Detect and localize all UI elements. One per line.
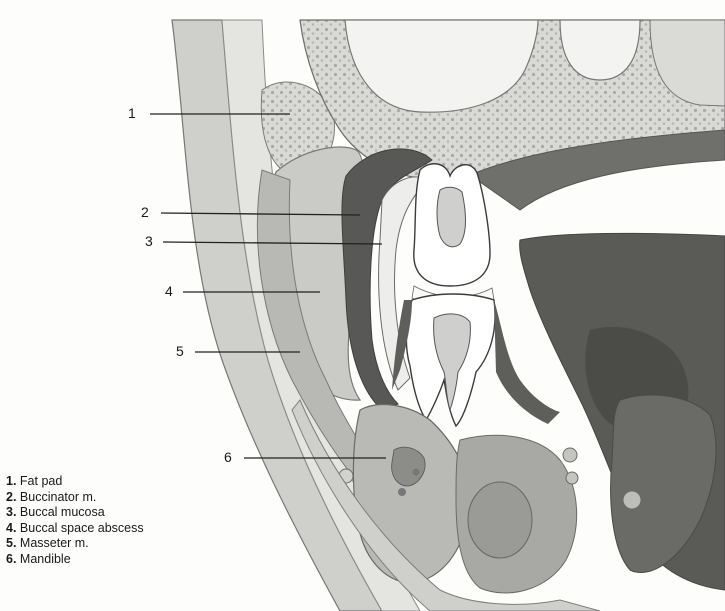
- lymph-node-c: [623, 491, 641, 509]
- legend-number: 6.: [6, 552, 16, 566]
- legend-label: Buccal space abscess: [20, 521, 144, 535]
- upper-molar-pulp: [437, 187, 466, 247]
- callout-2: 2: [141, 204, 149, 220]
- lymph-node-b: [566, 472, 578, 484]
- legend-item: 4. Buccal space abscess: [6, 521, 144, 537]
- legend-label: Masseter m.: [20, 536, 89, 550]
- mandible-foramen-a: [398, 488, 406, 496]
- legend-item: 1. Fat pad: [6, 474, 144, 490]
- legend-item: 6. Mandible: [6, 552, 144, 568]
- legend-label: Fat pad: [20, 474, 62, 488]
- callout-3: 3: [145, 233, 153, 249]
- legend-item: 3. Buccal mucosa: [6, 505, 144, 521]
- legend-label: Mandible: [20, 552, 71, 566]
- legend-number: 3.: [6, 505, 16, 519]
- mandible-foramen-b: [413, 469, 420, 476]
- legend-number: 4.: [6, 521, 16, 535]
- legend-item: 2. Buccinator m.: [6, 490, 144, 506]
- legend-number: 2.: [6, 490, 16, 504]
- legend-label: Buccinator m.: [20, 490, 96, 504]
- callout-4: 4: [165, 283, 173, 299]
- legend-label: Buccal mucosa: [20, 505, 105, 519]
- callout-6: 6: [224, 449, 232, 465]
- legend: 1. Fat pad 2. Buccinator m. 3. Buccal mu…: [6, 474, 144, 568]
- callout-5: 5: [176, 343, 184, 359]
- submandibular-gland: [468, 482, 532, 558]
- legend-number: 5.: [6, 536, 16, 550]
- lymph-node-a: [563, 448, 577, 462]
- mandible: [353, 405, 470, 583]
- legend-item: 5. Masseter m.: [6, 536, 144, 552]
- legend-number: 1.: [6, 474, 16, 488]
- callout-1: 1: [128, 105, 136, 121]
